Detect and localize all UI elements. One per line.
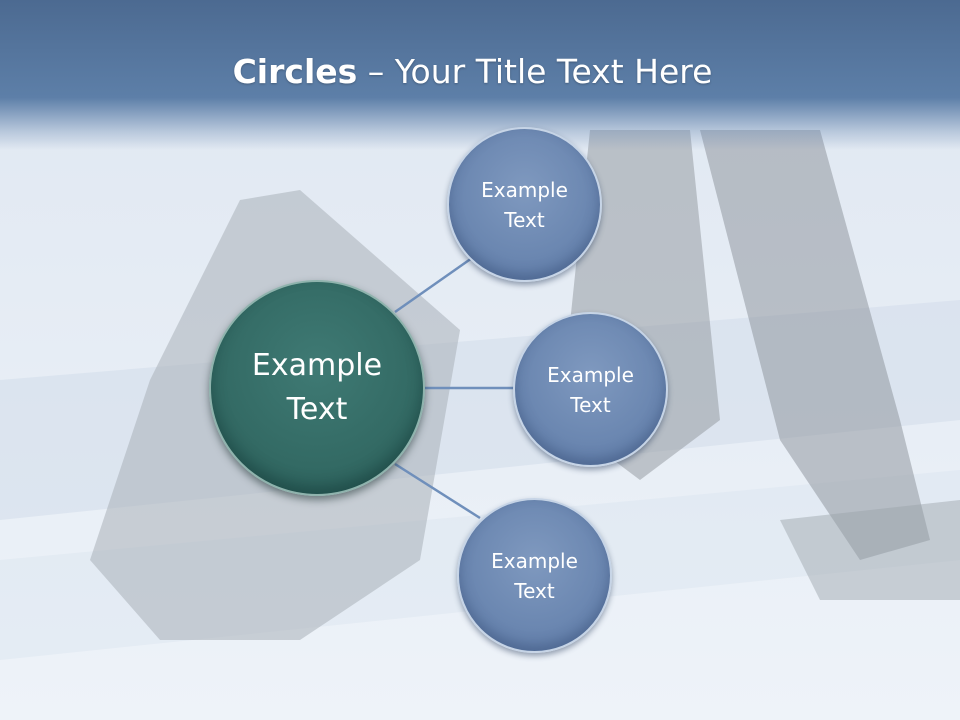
center-circle-label: Example Text [251, 348, 383, 427]
connector-line-top [394, 256, 473, 314]
center-circle: Example Text [209, 280, 425, 496]
node-circle-label: Example Text [547, 362, 634, 417]
header-band [0, 0, 960, 150]
node-circle-middle: Example Text [513, 312, 668, 467]
node-circle-label: Example Text [491, 548, 578, 603]
connector-line-bottom [394, 462, 481, 520]
slide-title: Circles – Your Title Text Here [0, 52, 945, 91]
node-circle-top: Example Text [447, 127, 602, 282]
title-bold: Circles [232, 52, 358, 91]
node-circle-label: Example Text [481, 177, 568, 232]
title-rest: – Your Title Text Here [357, 52, 713, 91]
leg-shape [700, 130, 930, 560]
node-circle-bottom: Example Text [457, 498, 612, 653]
